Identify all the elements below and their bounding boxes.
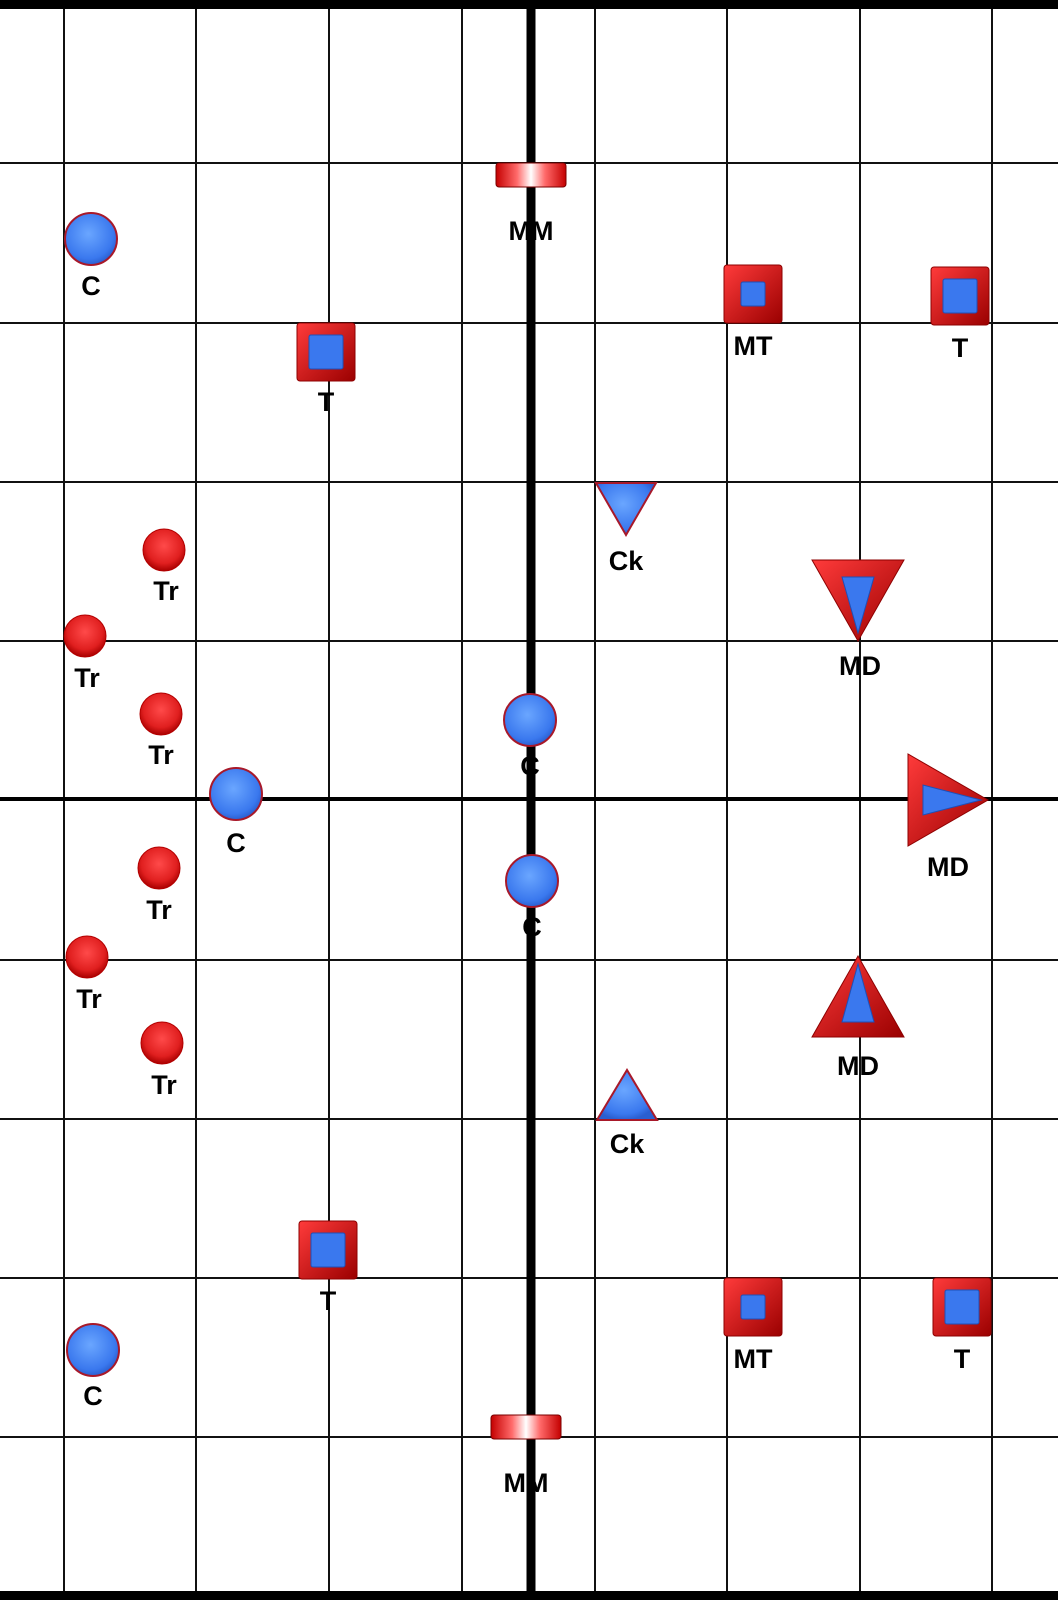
piece-label: MM (504, 1468, 549, 1498)
red-triangle-down-icon (811, 559, 905, 643)
board-border-top (0, 0, 1058, 9)
blue-triangle-down-icon (594, 482, 658, 538)
piece-label: MD (837, 1051, 879, 1081)
blue-circle-icon (66, 1323, 120, 1377)
red-square-icon (298, 1220, 358, 1280)
piece-label: T (952, 333, 969, 363)
piece-c-bottom-left: C (66, 1323, 120, 1411)
red-circle-icon (65, 935, 109, 979)
piece-t-bottom-right: T (932, 1277, 992, 1374)
red-square-icon (930, 266, 990, 326)
piece-tr-3: Tr (139, 692, 183, 770)
red-circle-icon (63, 614, 107, 658)
piece-tr-1: Tr (142, 528, 186, 606)
piece-label: Tr (153, 576, 179, 606)
piece-c-center-top: C (503, 693, 557, 781)
piece-label: Tr (146, 895, 172, 925)
piece-md-right: MD (907, 753, 990, 882)
piece-mm-top: MM (495, 162, 567, 246)
piece-label: C (226, 828, 246, 858)
piece-mt-top: MT (723, 264, 783, 361)
flat-bar-icon (490, 1414, 562, 1440)
blue-triangle-up-icon (595, 1068, 659, 1121)
piece-label: Ck (609, 546, 644, 576)
piece-mt-bottom: MT (723, 1277, 783, 1374)
piece-label: C (522, 912, 542, 942)
piece-label: MT (734, 1344, 773, 1374)
piece-mm-bottom: MM (490, 1414, 562, 1498)
piece-label: Tr (151, 1070, 177, 1100)
blue-circle-icon (64, 212, 118, 266)
piece-label: C (83, 1381, 103, 1411)
red-circle-icon (137, 846, 181, 890)
piece-md-top: MD (811, 559, 905, 681)
piece-label: MD (927, 852, 969, 882)
piece-t-bottom-left: T (298, 1220, 358, 1316)
piece-label: Tr (76, 984, 102, 1014)
piece-t-top-left: T (296, 322, 356, 417)
red-triangle-right-icon (907, 753, 990, 847)
flat-bar-icon (495, 162, 567, 188)
piece-label: T (954, 1344, 971, 1374)
red-square-icon (723, 1277, 783, 1337)
piece-label: MT (734, 331, 773, 361)
blue-circle-icon (503, 693, 557, 747)
red-circle-icon (140, 1021, 184, 1065)
piece-label: Ck (610, 1129, 645, 1159)
blue-circle-icon (209, 767, 263, 821)
piece-c-center-bot: C (505, 854, 559, 942)
red-circle-icon (142, 528, 186, 572)
red-circle-icon (139, 692, 183, 736)
piece-tr-4: Tr (137, 846, 181, 925)
piece-md-bottom: MD (811, 954, 905, 1081)
red-triangle-up-icon (811, 954, 905, 1038)
board-border-bottom (0, 1591, 1058, 1600)
red-square-icon (723, 264, 783, 324)
piece-ck-bottom: Ck (595, 1068, 659, 1159)
piece-label: MM (509, 216, 554, 246)
piece-tr-6: Tr (140, 1021, 184, 1100)
piece-c-mid-left: C (209, 767, 263, 858)
piece-c-top-left: C (64, 212, 118, 301)
piece-label: Tr (74, 663, 100, 693)
piece-label: C (520, 751, 540, 781)
piece-label: T (318, 387, 335, 417)
piece-label: MD (839, 651, 881, 681)
piece-label: C (81, 271, 101, 301)
red-square-icon (932, 1277, 992, 1337)
piece-tr-2: Tr (63, 614, 107, 693)
piece-label: T (320, 1286, 337, 1316)
piece-tr-5: Tr (65, 935, 109, 1014)
piece-ck-top: Ck (594, 482, 658, 576)
piece-label: Tr (148, 740, 174, 770)
blue-circle-icon (505, 854, 559, 908)
piece-t-top-right: T (930, 266, 990, 363)
red-square-icon (296, 322, 356, 382)
